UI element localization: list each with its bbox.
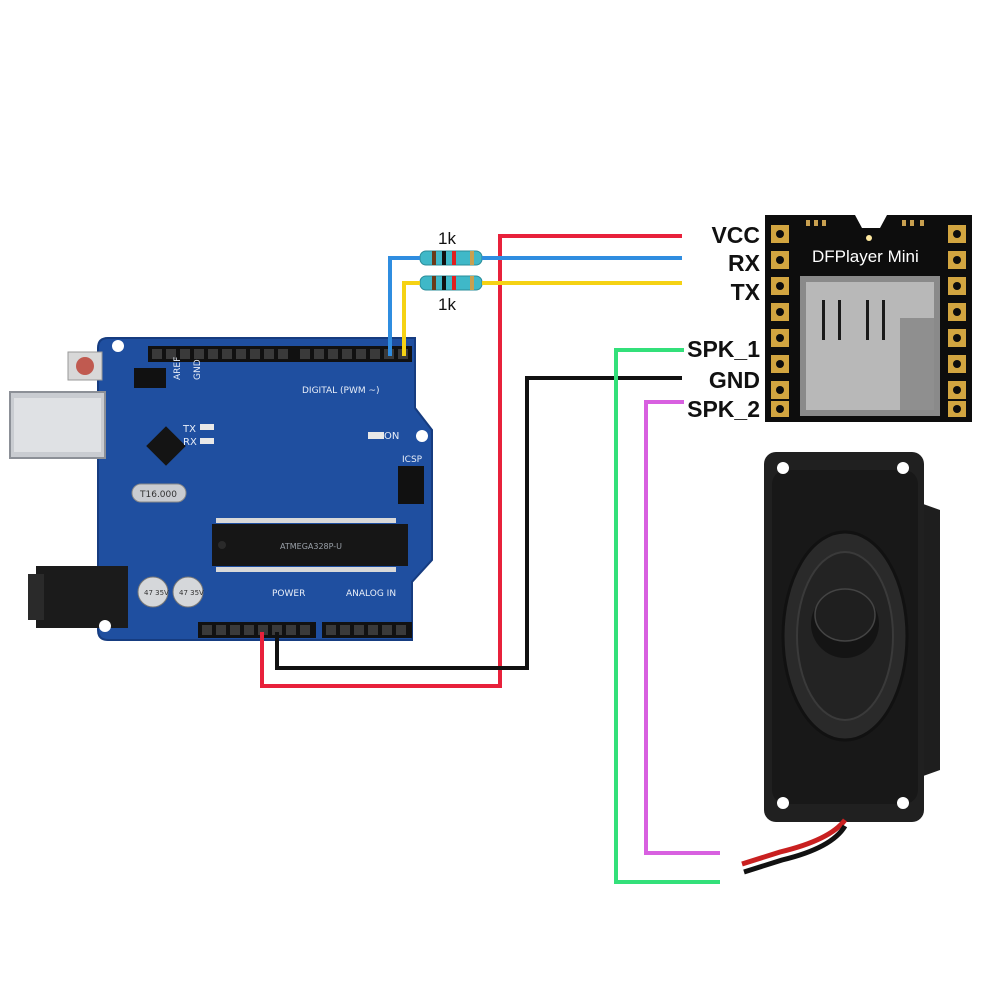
dfplayer-module: DFPlayer Mini xyxy=(765,215,972,422)
resistor-upper xyxy=(419,250,483,266)
speaker-lead-red xyxy=(741,818,847,867)
resistor-lower-label: 1k xyxy=(438,295,456,314)
rx-led-label: RX xyxy=(183,437,197,448)
resistor-upper-label: 1k xyxy=(438,229,456,248)
icsp-header xyxy=(398,466,424,504)
arduino-uno-board: AREF GND DIGITAL (PWM ~) T16.000 TX RX O… xyxy=(9,337,433,641)
chip-label: ATMEGA328P-U xyxy=(280,542,342,551)
pin-label-spk1: SPK_1 xyxy=(687,336,760,362)
on-led-label: ON xyxy=(384,431,399,442)
pin-label-spk2: SPK_2 xyxy=(687,396,760,422)
pin-label-rx: RX xyxy=(728,250,761,276)
tx-wire-left xyxy=(402,281,420,356)
analog-label: ANALOG IN xyxy=(346,589,396,599)
icsp-small-header xyxy=(134,368,166,388)
usb-chip xyxy=(146,426,186,466)
spk1-wire xyxy=(614,348,720,884)
icsp-label: ICSP xyxy=(402,455,423,465)
module-title: DFPlayer Mini xyxy=(812,247,919,266)
pin-label-vcc: VCC xyxy=(711,222,760,248)
aref-label: AREF xyxy=(173,357,183,380)
capacitor-1 xyxy=(137,576,169,608)
tx-led-label: TX xyxy=(182,424,196,435)
header-gnd-label: GND xyxy=(193,359,203,380)
power-header xyxy=(198,622,316,638)
rx-wire-left xyxy=(388,256,420,356)
power-label: POWER xyxy=(272,589,305,599)
digital-label: DIGITAL (PWM ~) xyxy=(302,386,380,396)
spk2-wire xyxy=(644,400,720,855)
cap-label-2: 47 35V xyxy=(179,589,204,597)
resistor-lower xyxy=(419,275,483,291)
speaker xyxy=(764,452,940,822)
pin-label-tx: TX xyxy=(731,279,761,305)
capacitor-2 xyxy=(172,576,204,608)
crystal-label: T16.000 xyxy=(139,490,177,500)
vcc-wire xyxy=(260,234,682,688)
crystal xyxy=(131,483,187,503)
gnd-wire xyxy=(275,376,682,670)
atmega-chip xyxy=(212,524,408,566)
speaker-lead-black xyxy=(743,824,848,875)
speaker-dust-cap xyxy=(814,588,876,642)
cap-label-1: 47 35V xyxy=(144,589,169,597)
pin-label-gnd: GND xyxy=(709,367,760,393)
dc-jack xyxy=(36,566,128,628)
